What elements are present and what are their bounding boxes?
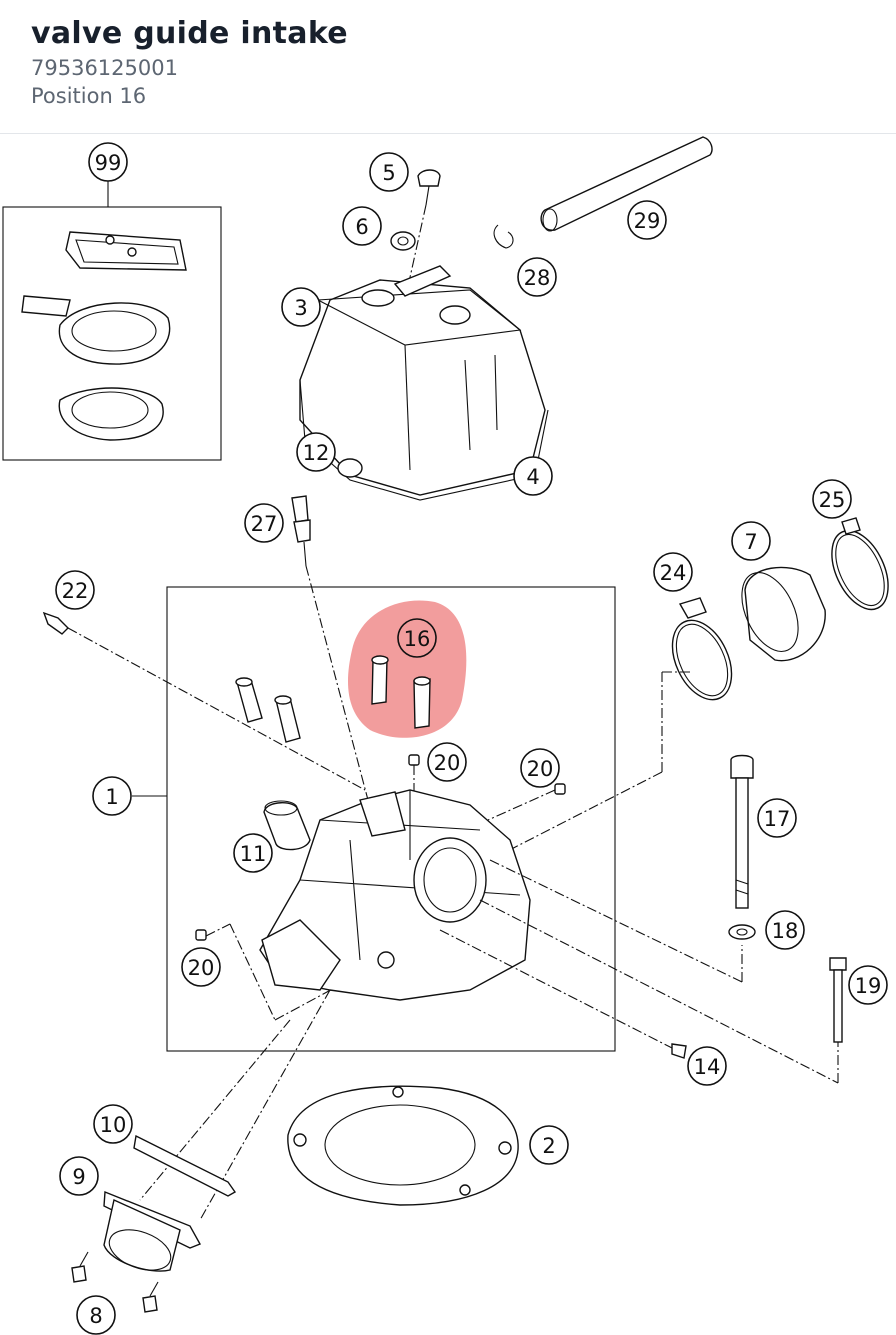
callout-29[interactable]: 29 (627, 200, 667, 240)
callout-6[interactable]: 6 (342, 206, 382, 246)
callout-20-top[interactable]: 20 (427, 742, 467, 782)
svg-text:27: 27 (251, 512, 278, 536)
callout-16[interactable]: 16 (397, 618, 437, 658)
part-position: Position 16 (31, 84, 147, 108)
svg-text:12: 12 (303, 441, 330, 465)
callout-11[interactable]: 11 (233, 833, 273, 873)
svg-text:22: 22 (62, 579, 89, 603)
callout-24[interactable]: 24 (653, 552, 693, 592)
svg-text:4: 4 (526, 465, 539, 489)
svg-text:2: 2 (542, 1134, 555, 1158)
callout-19[interactable]: 19 (848, 965, 888, 1005)
callout-20-right[interactable]: 20 (520, 748, 560, 788)
callout-28[interactable]: 28 (517, 257, 557, 297)
valve-guide-intake-2 (413, 678, 431, 729)
svg-text:16: 16 (404, 627, 431, 651)
svg-text:20: 20 (527, 757, 554, 781)
callout-7[interactable]: 7 (731, 521, 771, 561)
callout-99[interactable]: 99 (88, 142, 128, 182)
sensor-27 (291, 495, 369, 801)
valve-cover-group (299, 169, 549, 501)
callout-17[interactable]: 17 (757, 798, 797, 838)
svg-text:20: 20 (188, 956, 215, 980)
callout-3[interactable]: 3 (281, 287, 321, 327)
svg-text:20: 20 (434, 751, 461, 775)
svg-text:29: 29 (634, 209, 661, 233)
callout-14[interactable]: 14 (687, 1046, 727, 1086)
part-title: valve guide intake (31, 16, 348, 51)
intake-flange-group (71, 1134, 237, 1313)
valve-guide-intake-1 (371, 657, 388, 705)
part-number: 79536125001 (31, 56, 178, 80)
intake-boot-group (489, 517, 889, 861)
gasket-kit-group (2, 181, 222, 461)
svg-text:11: 11 (240, 842, 267, 866)
svg-text:19: 19 (855, 974, 882, 998)
svg-text:17: 17 (764, 807, 791, 831)
svg-text:8: 8 (89, 1304, 102, 1328)
callout-22[interactable]: 22 (55, 570, 95, 610)
svg-text:24: 24 (660, 561, 687, 585)
part-header: valve guide intake 79536125001 Position … (0, 0, 896, 134)
svg-text:1: 1 (105, 785, 118, 809)
svg-text:28: 28 (524, 266, 551, 290)
callout-20-left[interactable]: 20 (181, 947, 221, 987)
callout-5[interactable]: 5 (369, 152, 409, 192)
svg-text:7: 7 (744, 530, 757, 554)
callout-12[interactable]: 12 (296, 432, 336, 472)
svg-text:99: 99 (95, 151, 122, 175)
callout-25[interactable]: 25 (812, 479, 852, 519)
svg-text:6: 6 (355, 215, 368, 239)
callout-10[interactable]: 10 (93, 1104, 133, 1144)
svg-text:14: 14 (694, 1055, 721, 1079)
svg-text:5: 5 (382, 161, 395, 185)
callout-4[interactable]: 4 (513, 456, 553, 496)
callout-18[interactable]: 18 (765, 910, 805, 950)
svg-text:9: 9 (72, 1165, 85, 1189)
svg-text:25: 25 (819, 488, 846, 512)
svg-text:3: 3 (294, 296, 307, 320)
fastener-group (728, 754, 847, 1043)
callout-8[interactable]: 8 (76, 1295, 116, 1335)
callout-labels: 99 5 6 3 29 28 12 4 27 25 7 24 22 16 20 … (55, 142, 888, 1335)
head-gasket (287, 1085, 519, 1206)
callout-27[interactable]: 27 (244, 503, 284, 543)
callout-1[interactable]: 1 (92, 776, 132, 816)
callout-2[interactable]: 2 (529, 1125, 569, 1165)
breather-hose-group (493, 136, 713, 249)
cylinder-head-group (132, 586, 616, 1052)
svg-text:18: 18 (772, 919, 799, 943)
svg-text:10: 10 (100, 1113, 127, 1137)
callout-9[interactable]: 9 (59, 1156, 99, 1196)
